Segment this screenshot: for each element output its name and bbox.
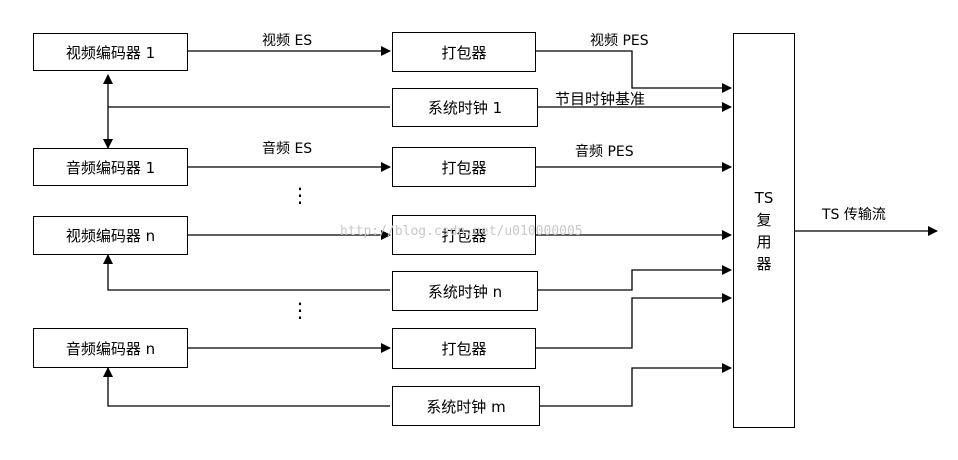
system-clock-m: 系统时钟 m (392, 386, 540, 426)
audio-encoder-1-label: 音频编码器 1 (65, 158, 156, 177)
video-pes-label: 视频 PES (590, 33, 649, 49)
edge-video1-pes (536, 50, 732, 93)
ellipsis-1: ⋮ (290, 183, 310, 207)
ts-stream-label: TS 传输流 (822, 207, 886, 223)
audio-encoder-n-label: 音频编码器 n (65, 339, 156, 358)
pcr-label: 节目时钟基准 (555, 90, 646, 108)
ellipsis-2: ⋮ (290, 298, 310, 322)
video-encoder-1: 视频编码器 1 (33, 33, 188, 71)
edge-clockm-encoder (103, 367, 390, 407)
packetizer-audio-n: 打包器 (392, 328, 536, 369)
mux-label-line: 复 (756, 210, 772, 229)
audio-encoder-1: 音频编码器 1 (33, 148, 188, 186)
packetizer-label: 打包器 (441, 226, 487, 245)
video-es-label: 视频 ES (262, 33, 313, 49)
ts-multiplexer-label: TS 复 用 器 (755, 187, 774, 275)
system-clock-m-label: 系统时钟 m (426, 397, 506, 416)
video-encoder-n-label: 视频编码器 n (65, 227, 156, 245)
video-encoder-n: 视频编码器 n (33, 216, 188, 255)
packetizer-video-n: 打包器 (392, 215, 536, 255)
edge-audion-pes (536, 293, 732, 349)
watermark-text: http://blog.csdn.net/u010000005 (340, 224, 583, 239)
system-clock-n-label: 系统时钟 n (427, 282, 503, 301)
edge-clockn-mux (538, 265, 732, 291)
edge-clockn-encoder (103, 254, 390, 291)
packetizer-label: 打包器 (441, 158, 487, 177)
audio-pes-label: 音频 PES (575, 144, 634, 160)
packetizer-label: 打包器 (441, 43, 487, 62)
audio-encoder-n: 音频编码器 n (33, 328, 188, 368)
ts-multiplexer: TS 复 用 器 (733, 33, 795, 428)
mux-label-line: TS (754, 188, 774, 207)
packetizer-video-1: 打包器 (392, 32, 536, 72)
system-clock-n: 系统时钟 n (392, 271, 538, 311)
system-clock-1-label: 系统时钟 1 (427, 99, 503, 117)
mux-label-line: 用 (756, 232, 772, 251)
video-encoder-1-label: 视频编码器 1 (65, 43, 156, 62)
packetizer-label: 打包器 (441, 340, 487, 358)
audio-es-label: 音频 ES (262, 141, 313, 157)
mux-label-line: 器 (756, 254, 772, 273)
packetizer-audio-1: 打包器 (392, 147, 536, 187)
system-clock-1: 系统时钟 1 (392, 88, 538, 127)
edge-clockm-mux (540, 363, 732, 407)
